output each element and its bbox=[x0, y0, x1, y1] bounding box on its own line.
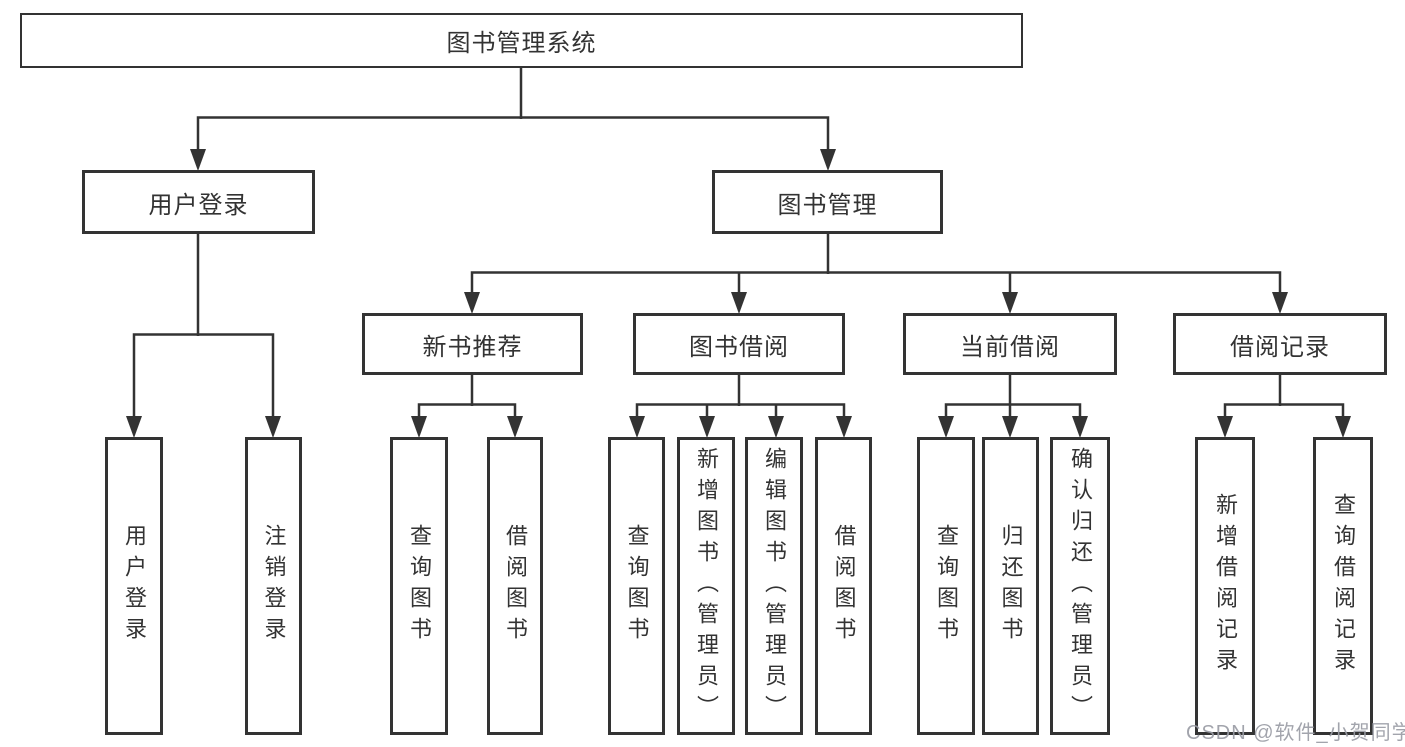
node-label: 查询图书 bbox=[407, 524, 432, 648]
leaf-return-books: 归还图书 bbox=[982, 437, 1039, 735]
node-label: 借阅图书 bbox=[831, 524, 857, 648]
node-book-borrowing: 图书借阅 bbox=[633, 313, 845, 375]
node-label: 用户登录 bbox=[122, 524, 147, 648]
leaf-query-borrow-record: 查询借阅记录 bbox=[1313, 437, 1373, 735]
node-label: 注销登录 bbox=[261, 524, 287, 648]
node-label: 新书推荐 bbox=[422, 333, 523, 361]
node-label: 新增借阅记录 bbox=[1213, 493, 1238, 679]
node-label: 确认归还（管理员） bbox=[1068, 446, 1093, 726]
node-label: 查询图书 bbox=[624, 524, 650, 648]
leaf-borrow-books-borrow: 借阅图书 bbox=[815, 437, 872, 735]
arrowhead-group bbox=[126, 149, 1351, 438]
node-current-borrowing: 当前借阅 bbox=[903, 313, 1117, 375]
node-label: 图书借阅 bbox=[689, 333, 789, 361]
leaf-user-login: 用户登录 bbox=[105, 437, 163, 735]
leaf-borrow-books-newbooks: 借阅图书 bbox=[487, 437, 543, 735]
leaf-query-books-newbooks: 查询图书 bbox=[390, 437, 448, 735]
node-borrowing-records: 借阅记录 bbox=[1173, 313, 1387, 375]
leaf-logout: 注销登录 bbox=[245, 437, 302, 735]
node-label: 图书管理系统 bbox=[446, 30, 597, 57]
node-library-management-system: 图书管理系统 bbox=[20, 13, 1023, 68]
node-user-login: 用户登录 bbox=[82, 170, 315, 234]
node-label: 编辑图书（管理员） bbox=[762, 446, 787, 726]
node-label: 借阅记录 bbox=[1230, 333, 1330, 361]
node-label: 查询借阅记录 bbox=[1331, 493, 1356, 679]
leaf-confirm-return-admin: 确认归还（管理员） bbox=[1050, 437, 1110, 735]
node-label: 借阅图书 bbox=[503, 524, 528, 648]
node-book-management: 图书管理 bbox=[712, 170, 943, 234]
node-label: 图书管理 bbox=[777, 191, 878, 219]
node-new-book-recommendation: 新书推荐 bbox=[362, 313, 583, 375]
watermark-text: CSDN @软件_小贺同学 bbox=[1186, 722, 1405, 744]
node-label: 查询图书 bbox=[934, 524, 959, 648]
leaf-query-books-borrow: 查询图书 bbox=[608, 437, 665, 735]
node-label: 当前借阅 bbox=[960, 333, 1060, 361]
leaf-add-book-admin: 新增图书（管理员） bbox=[677, 437, 735, 735]
node-label: 用户登录 bbox=[148, 191, 249, 219]
leaf-query-books-current: 查询图书 bbox=[917, 437, 975, 735]
leaf-edit-book-admin: 编辑图书（管理员） bbox=[745, 437, 803, 735]
node-label: 归还图书 bbox=[998, 524, 1024, 648]
node-label: 新增图书（管理员） bbox=[694, 446, 719, 726]
leaf-add-borrow-record: 新增借阅记录 bbox=[1195, 437, 1255, 735]
